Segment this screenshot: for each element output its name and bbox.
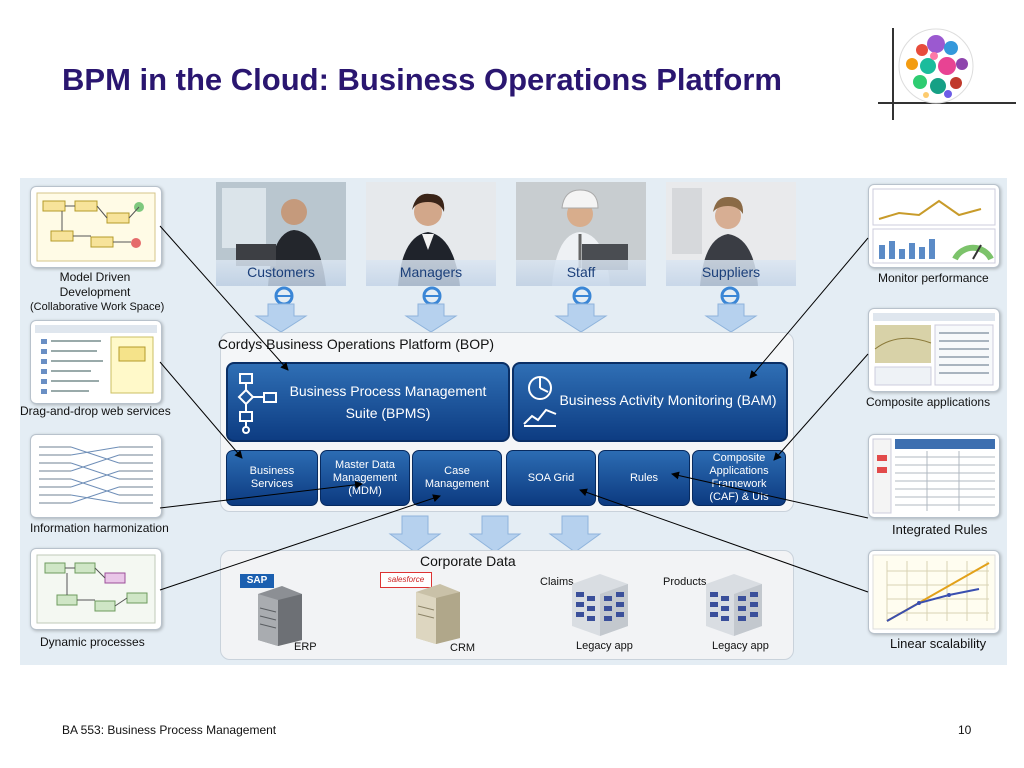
- drag-drop-label: Drag-and-drop web services: [20, 404, 171, 418]
- component-business-services: Business Services: [226, 450, 318, 506]
- slide-title: BPM in the Cloud: Business Operations Pl…: [62, 62, 782, 97]
- persona-customers: Customers: [216, 182, 346, 286]
- drag-drop-thumbnail: [30, 320, 162, 404]
- persona-staff-label: Staff: [566, 264, 596, 280]
- integrated-rules-label: Integrated Rules: [892, 522, 988, 537]
- bpms-box: Business Process Management Suite (BPMS): [226, 362, 510, 442]
- dynamic-processes-label: Dynamic processes: [40, 635, 145, 649]
- footer-course: BA 553: Business Process Management: [62, 723, 277, 737]
- erp-label: ERP: [294, 641, 317, 653]
- architecture-diagram: Model Driven Development (Collaborative …: [20, 178, 1007, 665]
- persona-suppliers-label: Suppliers: [701, 264, 761, 280]
- bop-down-arrows: [388, 515, 602, 553]
- erp-server-icon: [258, 586, 302, 646]
- legacy-app-2-label: Legacy app: [712, 640, 769, 652]
- footer-page-number: 10: [958, 723, 972, 737]
- crm-label: CRM: [450, 642, 476, 654]
- composite-apps-thumbnail: [868, 308, 1000, 392]
- component-caf-uis: Composite Applications Framework (CAF) &…: [692, 450, 786, 506]
- composite-apps-label: Composite applications: [866, 395, 991, 409]
- corporate-data-title: Corporate Data: [420, 553, 516, 569]
- persona-staff: Staff: [516, 182, 646, 286]
- info-harmonization-thumbnail: [30, 434, 162, 518]
- model-driven-thumbnail: [30, 186, 162, 268]
- process-flow-icon: [237, 373, 277, 434]
- persona-suppliers: Suppliers: [666, 182, 796, 286]
- component-soa-grid: SOA Grid: [506, 450, 596, 506]
- persona-down-arrows: [254, 303, 758, 333]
- salesforce-logo: salesforce: [380, 572, 432, 588]
- component-case-management: Case Management: [412, 450, 502, 506]
- info-harmonization-label: Information harmonization: [30, 521, 169, 535]
- persona-customers-label: Customers: [247, 264, 315, 280]
- sap-logo: SAP: [240, 574, 274, 588]
- monitoring-icon: [523, 376, 557, 427]
- bam-box: Business Activity Monitoring (BAM): [512, 362, 788, 442]
- persona-managers-label: Managers: [399, 264, 463, 280]
- integrated-rules-thumbnail: [868, 434, 1000, 518]
- monitor-performance-thumbnail: [868, 184, 1000, 268]
- persona-managers: Managers: [366, 182, 496, 286]
- model-driven-label: Model Driven Development (Collaborative …: [30, 270, 165, 313]
- connector-lines: [159, 225, 869, 593]
- bubbles-logo: [898, 28, 974, 104]
- title-divider-horizontal: [878, 102, 1016, 104]
- legacy-building-icon: [706, 574, 762, 636]
- bpms-label: Business Process Management Suite (BPMS): [289, 383, 487, 421]
- claims-label: Claims: [540, 576, 574, 588]
- legacy-app-1-label: Legacy app: [576, 640, 633, 652]
- corporate-data-container: [220, 550, 794, 660]
- dynamic-processes-thumbnail: [30, 548, 162, 630]
- legacy-building-icon: [572, 574, 628, 636]
- title-divider-vertical: [892, 28, 894, 120]
- component-mdm: Master Data Management (MDM): [320, 450, 410, 506]
- bam-label: Business Activity Monitoring (BAM): [559, 392, 777, 408]
- bop-title: Cordys Business Operations Platform (BOP…: [217, 336, 495, 352]
- products-label: Products: [663, 576, 707, 588]
- monitor-performance-label: Monitor performance: [878, 271, 989, 285]
- linear-scalability-label: Linear scalability: [890, 636, 987, 651]
- linear-scalability-thumbnail: [868, 550, 1000, 634]
- crm-server-icon: [416, 584, 460, 644]
